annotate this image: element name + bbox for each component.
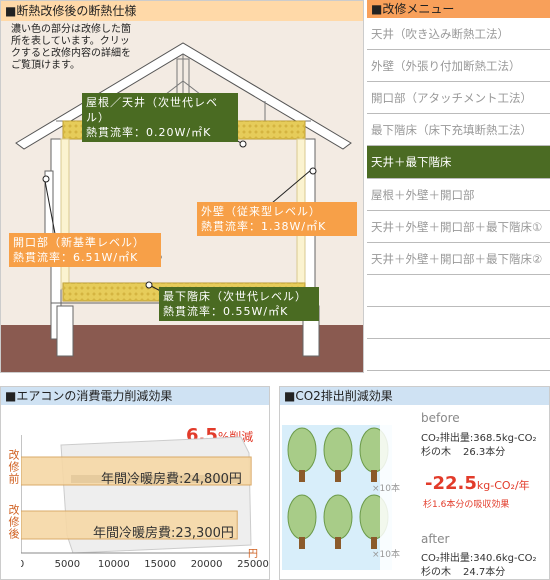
ac-after-bar-label: 年間冷暖房費:23,300円	[93, 526, 234, 541]
x-tick-label: 15000	[144, 559, 176, 570]
co2-reduction-unit: kg-CO₂/年	[476, 479, 530, 492]
after-emission-label: CO₂排出量:	[421, 553, 474, 564]
opening-spec-label[interactable]: 開口部（新基準レベル） 熱貫流率：6.51W/㎡K	[9, 233, 161, 267]
roof-ceiling-spec-label[interactable]: 屋根／天井（次世代レベル） 熱貫流率：0.20W/㎡K	[82, 93, 238, 142]
floor-spec-line1: 最下階床（次世代レベル）	[163, 290, 307, 303]
after-emission-value: 340.6kg-CO₂	[473, 553, 537, 564]
after-heading: after	[421, 532, 450, 546]
menu-item-all-1[interactable]: 天井＋外壁＋開口部＋最下階床①	[367, 211, 550, 243]
x-tick-label: 25000	[237, 559, 269, 570]
menu-item-ceiling-floor[interactable]: 天井＋最下階床	[367, 146, 550, 179]
roof-spec-line2: 熱貫流率：0.20W/㎡K	[86, 126, 212, 139]
menu-item-empty-3	[367, 339, 550, 371]
roof-outline	[15, 42, 352, 150]
x-tick-label: 20000	[191, 559, 223, 570]
x10-top-label: ×10本	[372, 484, 400, 494]
menu-item-floor[interactable]: 最下階床（床下充填断熱工法）	[367, 114, 550, 146]
before-tree-label: 杉の木	[421, 447, 451, 458]
before-emission-label: CO₂排出量:	[421, 433, 474, 444]
ac-before-axis-label: 改修前	[7, 449, 20, 485]
x-tick-label: 0	[21, 559, 24, 570]
left-foundation	[56, 305, 74, 357]
co2-panel-title: ■CO2排出削減効果	[280, 387, 549, 405]
menu-title: ■改修メニュー	[367, 0, 550, 18]
before-heading: before	[421, 411, 460, 425]
roof-spec-line1: 屋根／天井（次世代レベル）	[86, 96, 218, 124]
menu-item-ceiling[interactable]: 天井（吹き込み断熱工法）	[367, 18, 550, 50]
floor-spec-line2: 熱貫流率：0.55W/㎡K	[163, 305, 289, 318]
ac-after-bar	[21, 510, 238, 540]
wall-spec-label[interactable]: 外壁（従来型レベル） 熱貫流率：1.38W/㎡K	[197, 202, 357, 236]
menu-item-opening[interactable]: 開口部（アタッチメント工法）	[367, 82, 550, 114]
after-tree-label: 杉の木	[421, 567, 451, 578]
ac-before-bar-label: 年間冷暖房費:24,800円	[101, 472, 242, 487]
menu-item-exterior-wall[interactable]: 外壁（外張り付加断熱工法）	[367, 50, 550, 82]
before-tree-value: 26.3本分	[463, 447, 506, 458]
ac-before-bar	[21, 456, 252, 486]
co2-reduction: -22.5kg-CO₂/年	[425, 473, 530, 494]
co2-reduction-note: 杉1.6本分の吸収効果	[423, 500, 510, 510]
wall-spec-line1: 外壁（従来型レベル）	[201, 205, 321, 218]
ac-after-axis-label: 改修後	[7, 504, 20, 540]
opening-spec-line1: 開口部（新基準レベル）	[13, 236, 145, 249]
renovation-menu: ■改修メニュー 天井（吹き込み断熱工法） 外壁（外張り付加断熱工法） 開口部（ア…	[367, 0, 550, 373]
house-intro-text: 濃い色の部分は改修した箇所を表しています。クリックすると改修内容の詳細をご覧頂け…	[11, 24, 131, 71]
menu-item-empty-2	[367, 307, 550, 339]
before-emission: CO₂排出量:368.5kg-CO₂	[421, 429, 536, 444]
after-emission: CO₂排出量:340.6kg-CO₂	[421, 549, 536, 564]
ac-unit-label: 円	[248, 549, 258, 560]
before-emission-value: 368.5kg-CO₂	[473, 433, 537, 444]
ac-panel-title: ■エアコンの消費電力削減効果	[1, 387, 269, 405]
before-tree: 杉の木 26.3本分	[421, 443, 505, 458]
co2-reduction-value: -22.5	[425, 473, 477, 494]
co2-reduction-panel: ■CO2排出削減効果 ×10本 ×10本 before CO₂排出量:368.5…	[279, 386, 550, 580]
wall-spec-line2: 熱貫流率：1.38W/㎡K	[201, 220, 327, 233]
x-tick-label: 5000	[55, 559, 80, 570]
x-tick-label: 10000	[98, 559, 130, 570]
ac-power-panel: ■エアコンの消費電力削減効果 6.5%削減 改修前 改修後 0500010000…	[0, 386, 270, 580]
opening-spec-line2: 熱貫流率：6.51W/㎡K	[13, 251, 139, 264]
menu-item-empty-1	[367, 275, 550, 307]
menu-item-all-2[interactable]: 天井＋外壁＋開口部＋最下階床②	[367, 243, 550, 275]
floor-spec-label[interactable]: 最下階床（次世代レベル） 熱貫流率：0.55W/㎡K	[159, 287, 319, 321]
house-panel-title: ■断熱改修後の断熱仕様	[1, 1, 363, 21]
after-tree: 杉の木 24.7本分	[421, 563, 505, 578]
x10-bottom-label: ×10本	[372, 550, 400, 560]
after-tree-value: 24.7本分	[463, 567, 506, 578]
house-panel: ■断熱改修後の断熱仕様 濃い色の部分は改修した箇所を表しています。クリックすると…	[0, 0, 364, 373]
tree-illustration	[282, 425, 392, 570]
menu-item-roof-wall-opening[interactable]: 屋根＋外壁＋開口部	[367, 179, 550, 211]
ac-bar-chart: 0 5000 10000 15000 20000 25000	[21, 435, 269, 570]
